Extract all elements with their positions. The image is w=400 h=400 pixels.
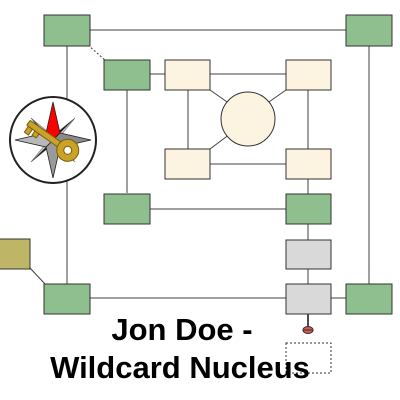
node-green-bottom-right[interactable] bbox=[345, 283, 393, 315]
node-green-bottom-left[interactable] bbox=[43, 283, 91, 315]
node-olive-left[interactable] bbox=[0, 238, 31, 270]
node-cream-top-right[interactable] bbox=[285, 59, 332, 91]
node-dashed-placeholder[interactable] bbox=[285, 342, 332, 374]
node-cream-bottom-right[interactable] bbox=[285, 148, 332, 180]
connector bbox=[209, 133, 231, 150]
pin-icon bbox=[302, 326, 314, 334]
diagram-title-line-2: Wildcard Nucleus bbox=[50, 350, 310, 385]
node-green-top-left[interactable] bbox=[43, 14, 91, 47]
gray-nodes bbox=[285, 239, 332, 315]
compass-star-key-icon bbox=[9, 96, 97, 184]
connector bbox=[87, 44, 107, 62]
node-cream-bottom-left[interactable] bbox=[164, 148, 211, 180]
node-gray-lower[interactable] bbox=[285, 283, 332, 315]
node-cream-center-circle[interactable] bbox=[220, 91, 276, 147]
node-green-mid-right[interactable] bbox=[285, 193, 332, 225]
green-nodes bbox=[43, 14, 393, 315]
node-green-mid-left[interactable] bbox=[103, 193, 151, 225]
node-green-top-right[interactable] bbox=[345, 14, 393, 47]
node-gray-upper[interactable] bbox=[285, 239, 332, 270]
node-green-upper-left[interactable] bbox=[103, 59, 151, 91]
connector bbox=[29, 267, 46, 285]
diagram-title-line-1: Jon Doe - bbox=[111, 312, 253, 347]
cream-nodes bbox=[164, 59, 332, 180]
node-cream-top-left[interactable] bbox=[164, 59, 211, 91]
